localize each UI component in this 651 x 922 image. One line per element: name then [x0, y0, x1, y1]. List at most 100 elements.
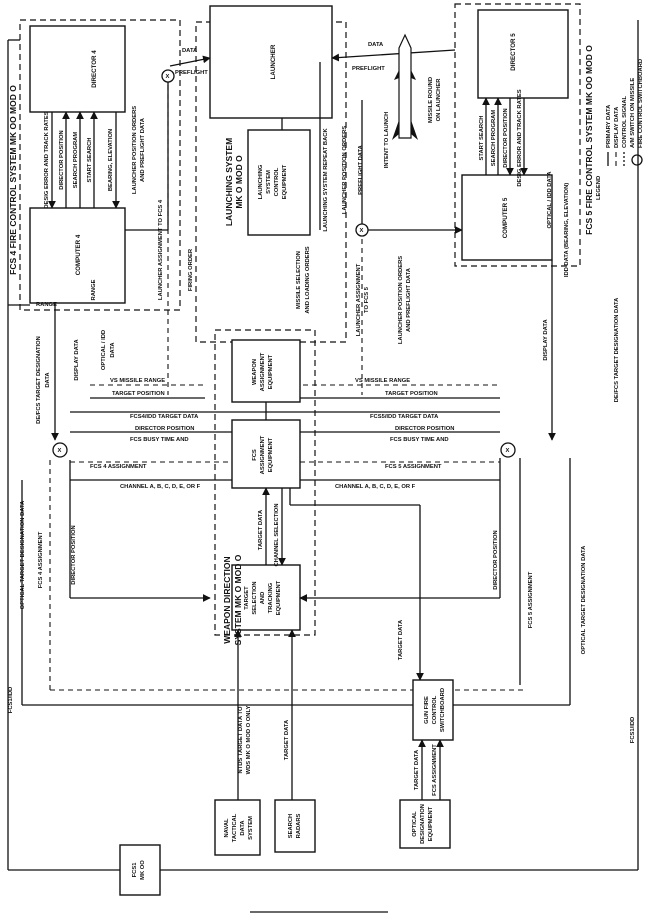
fcs4-dirpos-label: DIRECTOR POSITION	[59, 130, 65, 189]
gun-2: CONTROL	[432, 695, 438, 724]
launching-system-title-1: LAUNCHING SYSTEM	[224, 138, 234, 226]
missile-label-2: ON LAUNCHER	[436, 78, 442, 122]
legend-switch-icon	[631, 154, 643, 166]
fcs4-idd-label: FCS4/IDD TARGET DATA	[130, 414, 199, 420]
fcs4-assign-bus: FCS 4 ASSIGNMENT	[90, 464, 147, 470]
ntds-4: SYSTEM	[248, 816, 254, 840]
switch-left-mark: X	[58, 448, 62, 454]
ntds-2: TACTICAL	[232, 813, 238, 842]
director-5-label: DIRECTOR 5	[510, 33, 517, 71]
legend-fire-control: FIRE CONTROL SWITCHBOARD	[638, 59, 644, 148]
fire-control-switch-left	[52, 442, 68, 458]
preflight-left-line	[169, 55, 211, 67]
firing-order-label: FIRING ORDER	[188, 248, 194, 291]
gun-switchboard-box	[412, 679, 454, 741]
fcs5-title: FCS 5 FIRE CONTROL SYSTEM MK OO MOD O	[584, 45, 594, 235]
gun-3: SWITCHBOARD	[440, 688, 446, 732]
optical-idd-2: DATA	[110, 342, 116, 358]
search-radars-box	[274, 799, 316, 853]
fcs-assign-2: ASSIGNMENT	[260, 435, 266, 474]
am-switch-fcs4-mark: X	[166, 74, 170, 80]
missile-label-1: MISSILE ROUND	[428, 77, 434, 123]
launcher-box	[209, 5, 333, 119]
wds-target-data: TARGET DATA	[258, 509, 264, 550]
control-label-2: SYSTEM	[266, 170, 272, 194]
fcs5-start-label: START SEARCH	[479, 116, 485, 161]
control-label-4: EQUIPMENT	[282, 164, 288, 199]
fcs5-enclosure	[454, 3, 581, 267]
target-sel-1: TARGET	[244, 586, 250, 610]
weapon-assignment-box	[231, 339, 301, 403]
left-fcs1-idd: FCS1/IDD	[8, 687, 14, 713]
launcher-orders-label: LAUNCHER POSITION ORDERS	[342, 126, 348, 214]
de-fcs-2: DATA	[45, 372, 51, 388]
orders5-1: LAUNCHER POSITION ORDERS	[398, 256, 404, 344]
missile-selection-1: MISSILE SELECTION	[296, 251, 302, 309]
left-director-position: DIRECTOR POSITION	[71, 525, 77, 584]
wds-title-1: WEAPON DIRECTION	[222, 556, 232, 643]
right-display-data: DISPLAY DATA	[543, 319, 549, 361]
legend-display: DISPLAY DATA	[614, 106, 620, 148]
ntds-3: DATA	[240, 820, 246, 836]
right-optical-target: OPTICAL TARGET DESIGNATION DATA	[581, 545, 587, 654]
de-fcs-1: DE/FCS TARGET DESIGNATION	[36, 336, 42, 424]
left-optical-target: OPTICAL TARGET DESIGNATION DATA	[20, 500, 26, 609]
optical-3: EQUIPMENT	[428, 806, 434, 841]
optical-target-data: TARGET DATA	[414, 749, 420, 790]
control-label-3: CONTROL	[274, 167, 280, 196]
busy-left: FCS BUSY TIME AND	[130, 437, 189, 443]
gun-1: GUN FIRE	[424, 696, 430, 724]
fcs4-search-label: SEARCH PROGRAM	[73, 132, 79, 189]
fcs4-title: FCS 4 FIRE CONTROL SYSTEM MK OO MOD O	[8, 85, 18, 275]
dir-pos-left: DIRECTOR POSITION	[135, 426, 194, 432]
fcs4-start-label: START SEARCH	[87, 138, 93, 183]
wds-enclosure	[214, 329, 316, 636]
wds-title-2: SYSTEM MK O MOD O	[233, 554, 243, 645]
target-sel-4: TRACKING	[268, 582, 274, 613]
computer-4-box	[29, 207, 126, 304]
right-fcs1-idd: FCS1/IDD	[630, 717, 636, 743]
preflight-data-label: PREFLIGHT DATA	[358, 144, 364, 195]
fcs4-bearing-label: BEARING, ELEVATION	[108, 129, 114, 191]
optical-designation-box	[399, 799, 451, 849]
launching-control-box	[247, 129, 311, 236]
fcs-assignment-box	[231, 419, 301, 489]
right-de-fcs: DE/FCS TARGET DESIGNATION DATA	[614, 297, 620, 402]
optical-fcs-assign: FCS ASSIGNMENT	[432, 744, 438, 796]
optical-idd-1: OPTICAL / IDD	[101, 330, 107, 370]
radar-2: RADARS	[296, 813, 302, 838]
director-4-label: DIRECTOR 4	[91, 50, 98, 88]
channel-selection-label: CHANNEL SELECTION	[274, 503, 280, 566]
computer-5-label: COMPUTER 5	[502, 197, 509, 238]
legend-primary: PRIMARY DATA	[606, 104, 612, 148]
channel-left: CHANNEL A, B, C, D, E, OR F	[120, 484, 201, 490]
switch-right-mark: X	[506, 448, 510, 454]
fcs-assign-1: FCS	[252, 449, 258, 461]
fcs-assign-3: EQUIPMENT	[268, 437, 274, 472]
assign-fcs5-1: LAUNCHER ASSIGNMENT	[356, 263, 362, 336]
weapon-assign-2: ASSIGNMENT	[260, 352, 266, 391]
fcs5-idd-label: IDD DATA (BEARING, ELEVATION)	[564, 183, 570, 277]
legend: LEGEND PRIMARY DATA DISPLAY DATA CONTROL…	[596, 59, 644, 200]
busy-right: FCS BUSY TIME AND	[390, 437, 449, 443]
launching-system-title-2: MK O MOD O	[234, 155, 244, 209]
missile-selection-2: AND LOADING ORDERS	[305, 246, 311, 313]
director-4-box	[29, 25, 126, 113]
fcs4-desig-label: DESIG ERROR AND TRACK RATES	[44, 111, 50, 208]
radar-1: SEARCH	[288, 814, 294, 838]
missile-round-icon	[392, 33, 418, 140]
fcs5-search-label: SEARCH PROGRAM	[491, 110, 497, 167]
launcher-label: LAUNCHER	[270, 44, 277, 79]
optical-1: OPTICAL	[412, 811, 418, 837]
fcs5-assign-bus: FCS 5 ASSIGNMENT	[385, 464, 442, 470]
ntds-1: NAVAL	[224, 818, 230, 838]
legend-title: LEGEND	[596, 176, 602, 200]
target-pos-right: TARGET POSITION	[385, 391, 438, 397]
assign-fcs5-2: TO FCS 5	[364, 286, 370, 313]
range-top-label: RANGE	[36, 302, 57, 308]
orders5-2: AND PREFLIGHT DATA	[406, 267, 412, 332]
preflight-right-label: PREFLIGHT	[352, 66, 385, 72]
preflight-right-line	[331, 49, 456, 62]
dir-pos-right: DIRECTOR POSITION	[395, 426, 454, 432]
right-director-position: DIRECTOR POSITION	[493, 530, 499, 589]
